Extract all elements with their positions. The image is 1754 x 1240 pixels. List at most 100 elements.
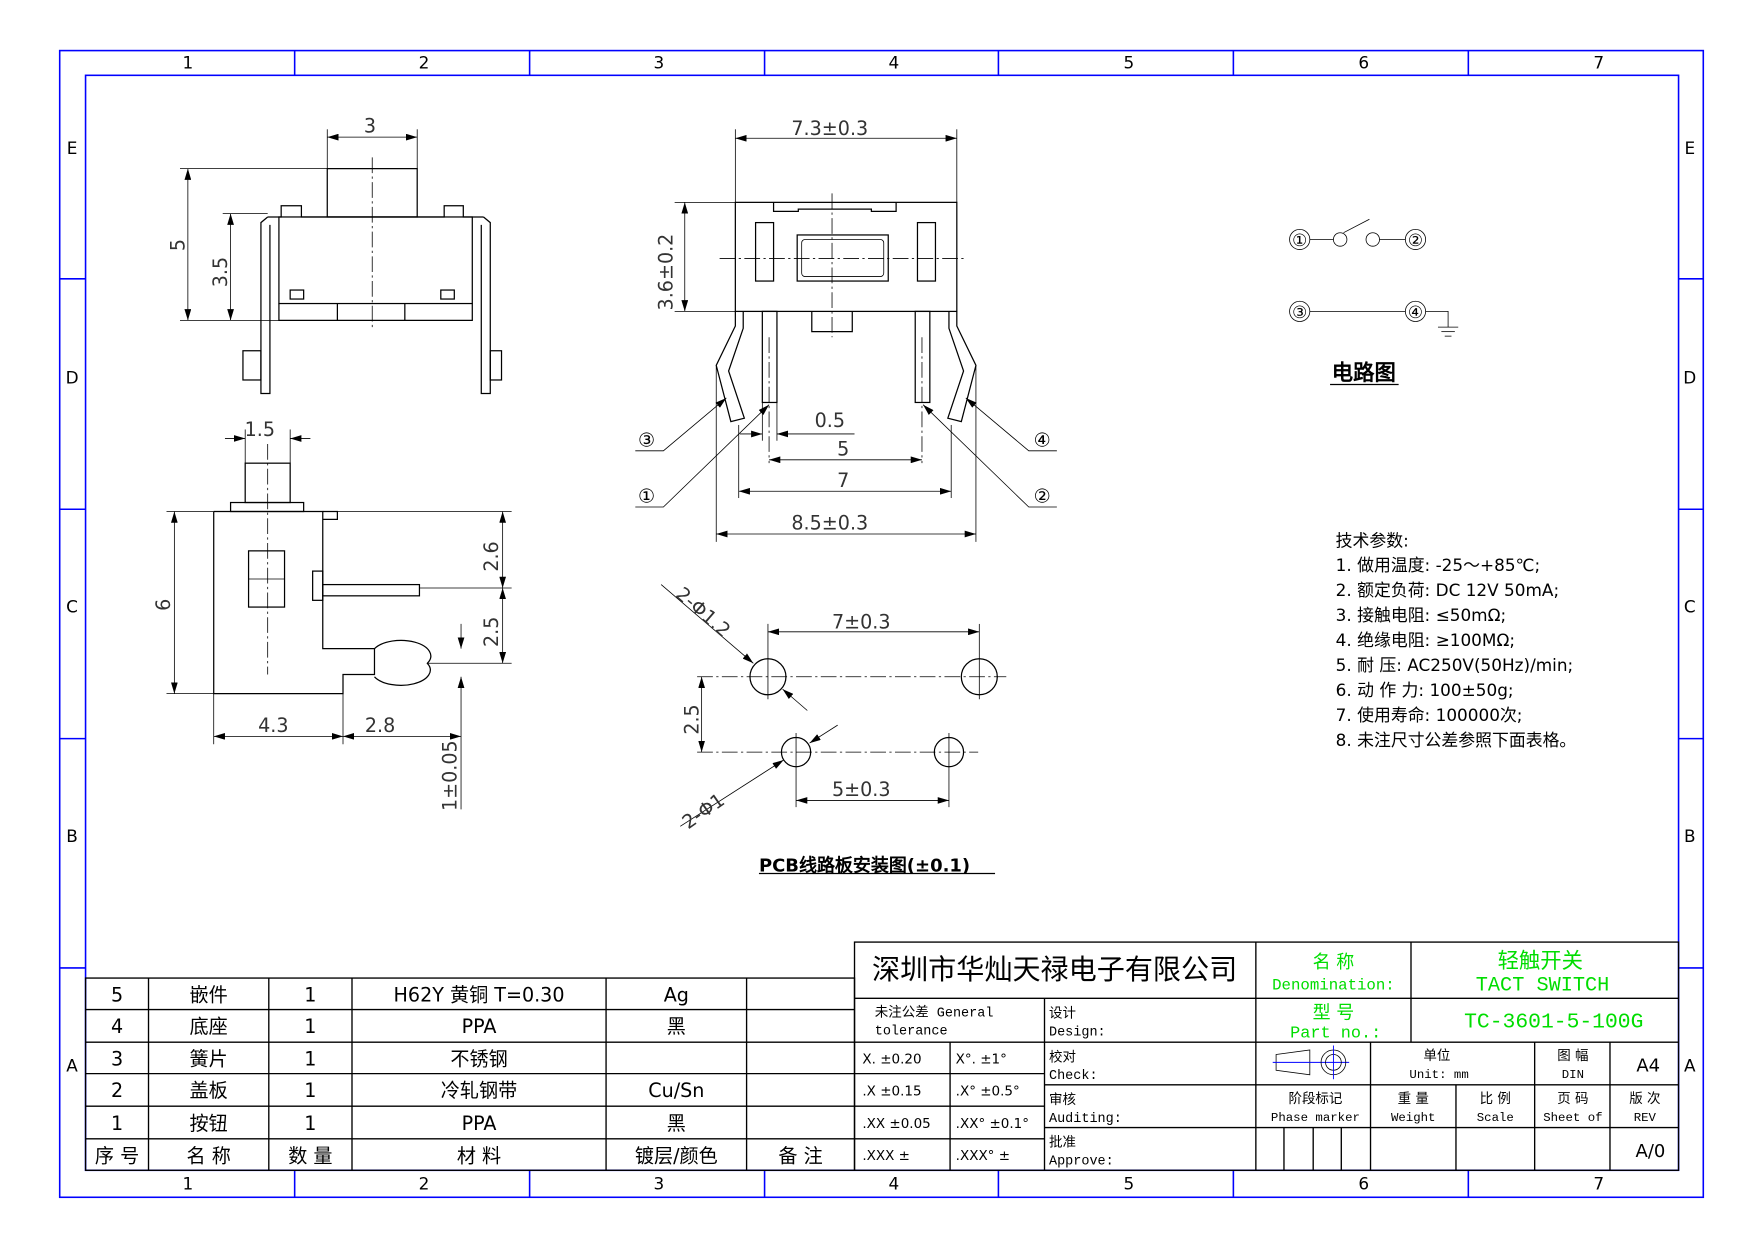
pin-3-label: ③	[1292, 302, 1307, 322]
frame-row-label: C	[66, 597, 78, 617]
technical-specs: 技术参数: 1. 做用温度: -25～+85℃;2. 额定负荷: DC 12V …	[1336, 530, 1577, 749]
front-view: 1.5 6 4.3 2.8 2.6 2.5 1±0.05	[152, 418, 512, 811]
product-name-cn: 轻触开关	[1498, 949, 1583, 974]
pcb-layout: 7±0.3 2.5 5±0.3 2-Φ1.2 2-Φ1 PCB线路板安装图(±0…	[660, 582, 1007, 876]
frame-column-label: 7	[1593, 1173, 1604, 1193]
dim-body-height: 3.5	[209, 257, 232, 287]
bom-cell: H62Y 黄铜 T=0.30	[394, 984, 565, 1007]
bom-cell: 1	[304, 1015, 316, 1038]
dim-pin: 0.5	[815, 409, 845, 432]
auditing-label-cn: 审核	[1049, 1092, 1076, 1108]
approve-label-cn: 批准	[1049, 1135, 1076, 1151]
spec-item: 8. 未注尺寸公差参照下面表格。	[1336, 730, 1577, 750]
name-label-en: Denomination:	[1272, 976, 1395, 994]
design-label-cn: 设计	[1049, 1005, 1076, 1021]
dim-total-height: 6	[152, 599, 175, 611]
bom-header-row: 序 号名 称数 量材 料镀层/颜色备 注	[95, 1144, 823, 1167]
frame-row-label: E	[1684, 138, 1695, 158]
unit-label-cn: 单位	[1423, 1048, 1450, 1064]
bom-cell: 1	[111, 1112, 123, 1135]
name-label-cn: 名 称	[1313, 952, 1355, 973]
frame-column-label: 3	[654, 53, 665, 73]
frame-column-label: 5	[1123, 1173, 1134, 1193]
bom-cell: 黑	[667, 1015, 686, 1038]
tolerance-label-cn: 未注公差 General	[875, 1004, 994, 1021]
bom-cell: 簧片	[190, 1048, 228, 1071]
frame-column-label: 4	[888, 1173, 899, 1193]
spec-item: 5. 耐 压: AC250V(50Hz)/min;	[1336, 655, 1574, 675]
frame-column-label: 6	[1358, 53, 1369, 73]
bom-cell: 底座	[190, 1015, 228, 1038]
spec-item: 1. 做用温度: -25～+85℃;	[1336, 555, 1541, 575]
check-label-en: Check:	[1049, 1069, 1098, 1084]
bom-cell: 嵌件	[190, 984, 228, 1007]
tolerance-linear: X. ±0.20	[862, 1051, 921, 1067]
frame-row-label: D	[1683, 367, 1696, 387]
tolerance-linear: .X ±0.15	[862, 1084, 921, 1100]
dim-stem: 1.5	[245, 418, 275, 441]
tolerance-angular: .XXX° ±	[956, 1148, 1010, 1164]
weight-label-en: Weight	[1391, 1111, 1436, 1125]
bom-cell: 数 量	[288, 1144, 332, 1167]
scale-label-cn: 比 例	[1480, 1091, 1511, 1107]
bom-cell: 5	[111, 984, 123, 1007]
bom-cell: 冷轧钢带	[441, 1079, 517, 1102]
tolerance-angular: X°. ±1°	[956, 1051, 1007, 1067]
dim-e: 1±0.05	[439, 740, 462, 811]
pin-callouts: ③ ① ④ ②	[635, 397, 1057, 508]
dim-width: 7.3±0.3	[791, 117, 868, 140]
tolerance-angular: .X° ±0.5°	[956, 1084, 1020, 1100]
projection-symbol-icon	[1272, 1045, 1350, 1080]
frame-row-label: E	[67, 138, 78, 158]
check-label-cn: 校对	[1049, 1048, 1076, 1065]
frame-column-label: 4	[888, 53, 899, 73]
bom-cell: 镀层/颜色	[635, 1144, 718, 1167]
dim-top-spacing: 7±0.3	[832, 610, 891, 633]
side-view: 3 5 3.5	[166, 115, 503, 395]
spec-item: 6. 动 作 力: 100±50g;	[1336, 680, 1514, 700]
pin-1-label: ①	[1292, 230, 1307, 250]
bom-cell: 2	[111, 1079, 123, 1102]
circuit-title: 电路图	[1332, 360, 1396, 386]
spec-item: 2. 额定负荷: DC 12V 50mA;	[1336, 580, 1559, 600]
pin-2-label: ②	[1408, 230, 1423, 250]
callout-2: ②	[1034, 485, 1051, 508]
dim-mid: 7	[837, 469, 849, 492]
pin-4-label: ④	[1408, 302, 1423, 322]
frame-column-label: 1	[182, 1173, 193, 1193]
tolerance-angular: .XX° ±0.1°	[956, 1116, 1029, 1132]
size-label-en: DIN	[1562, 1068, 1584, 1082]
part-number: TC-3601-5-100G	[1464, 1011, 1643, 1035]
dim-button-width: 3	[364, 115, 376, 138]
weight-label-cn: 重 量	[1398, 1091, 1429, 1107]
tolerance-linear: .XXX ±	[862, 1148, 910, 1164]
bom-cell: PPA	[462, 1112, 497, 1135]
bom-cell: 备 注	[778, 1144, 822, 1167]
bom-cell: Cu/Sn	[648, 1079, 704, 1102]
bom-cell: 序 号	[95, 1144, 139, 1167]
dim-inner: 5	[837, 437, 849, 460]
circuit-diagram: ① ② ③ ④ 电路图	[1289, 218, 1459, 386]
frame-column-label: 7	[1593, 53, 1604, 73]
part-label-en: Part no.:	[1290, 1025, 1381, 1044]
bom-cell: 不锈钢	[450, 1048, 507, 1071]
sheet-size-value: A4	[1636, 1055, 1660, 1076]
dim-outer: 8.5±0.3	[791, 512, 868, 535]
dim-height: 5	[166, 239, 189, 251]
frame-column-label: 6	[1358, 1173, 1369, 1193]
bom-cell: 1	[304, 984, 316, 1007]
sheet-label-en: Sheet of	[1543, 1111, 1602, 1125]
bom-cell: 按钮	[190, 1112, 228, 1135]
frame-column-label: 3	[654, 1173, 665, 1193]
dim-c: 2.6	[480, 541, 503, 571]
frame-column-label: 5	[1123, 53, 1134, 73]
dim-bottom-spacing: 5±0.3	[832, 778, 891, 801]
dim-b: 2.8	[365, 714, 395, 737]
unit-label-en: Unit: mm	[1409, 1068, 1468, 1082]
